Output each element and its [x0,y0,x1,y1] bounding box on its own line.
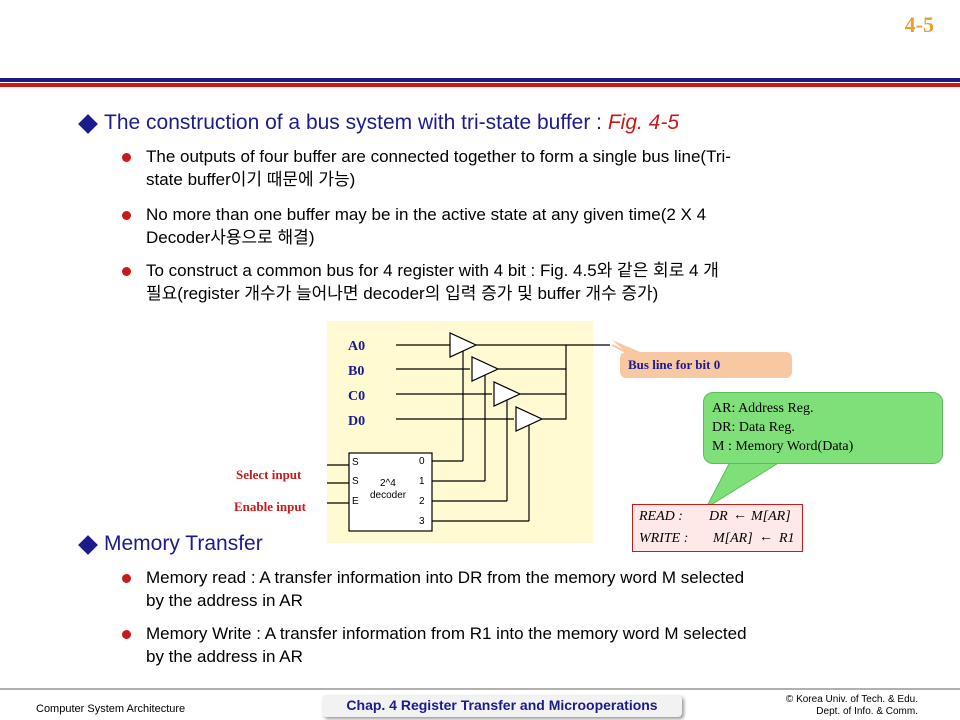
bus-line-callout: Bus line for bit 0 [620,352,792,378]
decoder-output-0: 0 [419,456,425,467]
input-label-a0: A0 [348,339,366,354]
decoder-output-1: 1 [419,476,425,487]
read-lhs: DR [709,509,728,524]
bullet-item: The outputs of four buffer are connected… [146,147,731,189]
bullet-dot-icon [122,211,131,220]
input-label-b0: B0 [348,364,365,379]
section-heading: The construction of a bus system with tr… [104,111,679,135]
decoder-input-s0: S [352,476,359,487]
register-legend-callout: AR: Address Reg. DR: Data Reg. M : Memor… [703,392,943,464]
enable-input-label: Enable input [234,499,306,514]
select-input-label: Select input [236,467,302,482]
left-arrow-icon: ← [733,508,747,523]
input-label-c0: C0 [348,389,366,404]
bullet-item: Memory Write : A transfer information fr… [146,624,747,666]
bullet-dot-icon [122,153,131,162]
write-label: WRITE : [639,531,689,546]
read-label: READ : [639,509,683,524]
bullet-item: Memory read : A transfer information int… [146,568,745,610]
bullet-dot-icon [122,267,131,276]
input-label-d0: D0 [348,414,366,429]
write-lhs: M[AR] [713,531,753,546]
slide-number: 4-5 [904,12,934,37]
footer-chapter: Chap. 4 Register Transfer and Microopera… [322,695,682,717]
bullet-dot-icon [122,630,131,639]
bullet-dot-icon [122,574,131,583]
footer-course: Computer System Architecture [36,703,186,715]
memory-transfer-equations: READ : DR ← M[AR] WRITE : M[AR] ← R1 [632,504,803,552]
legend-ar: AR: Address Reg. [712,401,814,416]
section-heading: Memory Transfer [104,532,263,555]
footer-copyright: © Korea Univ. of Tech. & Edu. Dept. of I… [785,694,918,717]
section-heading-text: The construction of a bus system with tr… [104,111,608,134]
legend-dr: DR: Data Reg. [712,420,795,435]
legend-m: M : Memory Word(Data) [712,439,854,454]
figure-reference: Fig. 4-5 [607,111,680,134]
top-rule [0,78,960,90]
write-rhs: R1 [779,531,795,546]
bullet-item: To construct a common bus for 4 register… [146,261,719,303]
left-arrow-icon: ← [759,530,773,545]
read-rhs: M[AR] [751,509,791,524]
decoder-input-e: E [352,496,359,507]
footer-rule [0,688,960,690]
decoder-title: 2^4 [380,478,396,489]
bullet-item: No more than one buffer may be in the ac… [146,205,707,247]
decoder-output-2: 2 [419,496,425,507]
decoder-input-s1: S [352,457,359,468]
decoder-subtitle: decoder [370,490,407,501]
decoder-output-3: 3 [419,516,425,527]
